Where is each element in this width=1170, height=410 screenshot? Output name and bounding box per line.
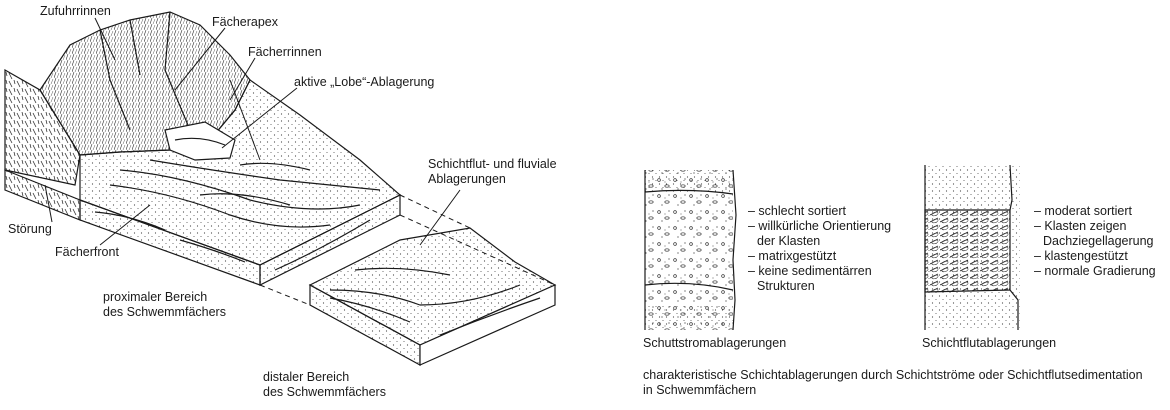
schuttstrom-item: der Klasten [757, 234, 821, 248]
schuttstrom-item: – schlecht sortiert [748, 204, 846, 218]
lobe-deposit [164, 121, 236, 161]
schichtflut-item: – moderat sortiert [1034, 204, 1132, 218]
schichtflut-item: – Klasten zeigen [1034, 219, 1127, 233]
schuttstrom-item: Strukturen [757, 279, 815, 293]
schichtflut-item: Dachziegellagerung [1043, 234, 1154, 248]
schuttstrom-item: – keine sedimentärren [748, 264, 872, 278]
connector-lines [259, 194, 556, 306]
figure-caption-line-1: charakteristische Schichtablagerungen du… [643, 368, 1143, 382]
schichtflut-item: – normale Gradierung [1034, 264, 1156, 278]
label-proximal-1: proximaler Bereich [103, 290, 208, 304]
label-zufuhrrinnen: Zufuhrrinnen [40, 4, 111, 18]
label-faecherapex: Fächerapex [212, 15, 279, 29]
schuttstrom-column [644, 169, 737, 331]
proximal-block [4, 11, 402, 286]
label-schichtflut-2: Ablagerungen [428, 172, 506, 186]
schichtflut-column [924, 164, 1020, 330]
label-faecherfront: Fächerfront [55, 245, 119, 259]
schichtflut-properties: – moderat sortiert – Klasten zeigen Dach… [1034, 204, 1156, 279]
distal-block [308, 227, 557, 367]
figure-caption-line-2: in Schwemmfächern [643, 383, 757, 397]
schichtflut-item: – klastengestützt [1034, 249, 1128, 263]
schuttstrom-caption: Schuttstromablagerungen [643, 336, 787, 350]
schuttstrom-item: – willkürliche Orientierung [748, 219, 892, 233]
label-distal-1: distaler Bereich [263, 370, 350, 384]
schuttstrom-item: – matrixgestützt [748, 249, 837, 263]
label-schichtflut-1: Schichtflut- und fluviale [428, 157, 557, 171]
schichtflut-caption: Schichtflutablagerungen [922, 336, 1057, 350]
fault-block [4, 68, 81, 186]
label-distal-2: des Schwemmfächers [263, 385, 386, 399]
label-proximal-2: des Schwemmfächers [103, 305, 226, 319]
leader-lines [44, 17, 461, 246]
schuttstrom-properties: – schlecht sortiert – willkürliche Orien… [748, 204, 891, 294]
label-stoerung: Störung [8, 222, 52, 236]
label-lobe: aktive „Lobe“-Ablagerung [294, 75, 435, 89]
label-faecherrinnen: Fächerrinnen [248, 45, 322, 59]
